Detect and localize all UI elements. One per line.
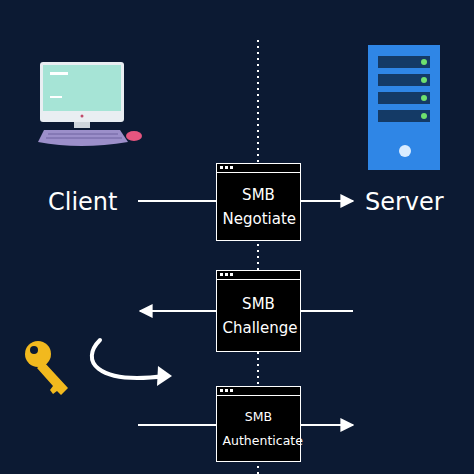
- key-icon: [25, 341, 68, 395]
- box-text: SMB Negotiate: [223, 183, 295, 231]
- window-box: SMB Negotiate: [216, 163, 301, 241]
- computer-icon: [38, 62, 142, 146]
- box-text: SMB Authenticate: [223, 405, 295, 453]
- title-bar: [217, 164, 300, 173]
- curved-arrow: [92, 340, 165, 378]
- title-bar: [217, 387, 300, 396]
- title-bar: [217, 271, 300, 280]
- endpoint-label: Server: [365, 188, 444, 216]
- curved-arrow-head: [157, 366, 172, 386]
- window-box: SMB Challenge: [216, 270, 301, 352]
- endpoint-label: Client: [48, 188, 117, 216]
- box-text: SMB Challenge: [223, 292, 295, 340]
- window-box: SMB Authenticate: [216, 386, 301, 462]
- server-icon: [368, 45, 440, 170]
